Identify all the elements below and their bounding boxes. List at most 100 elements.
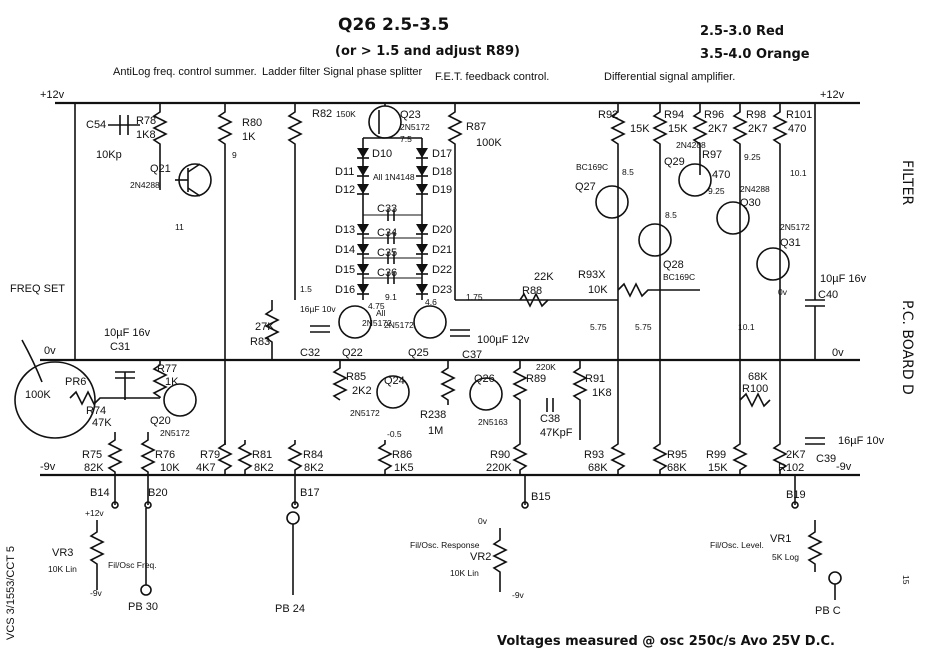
r85-resistor (332, 360, 348, 401)
r95-label: R95 (667, 449, 687, 461)
b17-label: B17 (300, 487, 320, 499)
c40-label: C40 (818, 289, 838, 301)
c39-value: 16µF 10v (838, 435, 885, 447)
diff-amp-resistors (610, 103, 788, 440)
left-diodes (357, 148, 369, 295)
r91-label: R91 (585, 373, 605, 385)
q22-transistor (338, 305, 372, 339)
r89-label: R89 (526, 373, 546, 385)
r83-resistor (264, 300, 280, 360)
d15-label: D15 (335, 264, 355, 276)
r80-resistor (217, 103, 233, 445)
section-ladder: Ladder filter Signal phase splitter (262, 66, 423, 78)
vr3-func: Fil/Osc Freq. (108, 560, 157, 570)
r82-resistor (287, 103, 303, 300)
r92-label: R92 (598, 109, 618, 121)
c40-value: 10µF 16v (820, 273, 867, 285)
vr3-value: 10K Lin (48, 564, 77, 574)
d11-label: D11 (335, 166, 354, 178)
r97-value: 470 (712, 169, 730, 181)
section-diff: Differential signal amplifier. (604, 71, 735, 83)
r77-label: R77 (157, 363, 177, 375)
b14-label: B14 (90, 487, 110, 499)
terminal-pins (111, 475, 842, 600)
q24-label: Q24 (384, 375, 405, 387)
r94-value: 15K (668, 123, 688, 135)
v-r93: 5.75 (590, 322, 607, 332)
d18-label: D18 (432, 166, 452, 178)
r87-resistor (447, 103, 463, 300)
v-q28: 8.5 (665, 210, 677, 220)
r99-value: 15K (708, 462, 728, 474)
r91-resistor (572, 360, 588, 440)
pbc-label: PB C (815, 605, 841, 617)
r90-value: 220K (486, 462, 512, 474)
c54-value: 10Kp (96, 149, 122, 161)
plus12-left-label: +12v (40, 89, 65, 101)
vr3-label: VR3 (52, 547, 73, 559)
r79-value: 4K7 (196, 462, 216, 474)
pb30-label: PB 30 (128, 601, 158, 613)
q25-type: 2N5172 (384, 320, 414, 330)
v-q25: 4.6 (425, 297, 437, 307)
d12-label: D12 (335, 184, 355, 196)
r102-label: R102 (778, 462, 804, 474)
r98-label: R98 (746, 109, 766, 121)
r96-value: 2K7 (708, 123, 728, 135)
v-r80: 9 (232, 150, 237, 160)
r83-name: R83 (250, 336, 270, 348)
d13-label: D13 (335, 224, 355, 236)
r86-label: R86 (392, 449, 412, 461)
c38-label: C38 (540, 413, 560, 425)
q21-type: 2N4288 (130, 180, 160, 190)
d16-label: D16 (335, 284, 355, 296)
r89-resistor (512, 360, 528, 440)
pr6-value: 100K (25, 389, 51, 401)
r238-resistor (440, 360, 456, 405)
minus9-left-label: -9v (40, 461, 56, 473)
c37-label: C37 (462, 349, 482, 361)
c36-label: C36 (377, 267, 397, 279)
r101-value: 470 (788, 123, 806, 135)
q23-transistor (368, 105, 402, 139)
vr1-pot (807, 520, 823, 572)
q28-label: Q28 (663, 259, 684, 271)
r98-value: 2K7 (748, 123, 768, 135)
q21-label: Q21 (150, 163, 171, 175)
r84-label: R84 (303, 449, 323, 461)
plus12-right-label: +12v (820, 89, 845, 101)
zero-left-label: 0v (44, 345, 56, 357)
d14-label: D14 (335, 244, 355, 256)
r101-label: R101 (786, 109, 812, 121)
q23-label: Q23 (400, 109, 421, 121)
r86-value: 1K5 (394, 462, 414, 474)
q28-type: BC169C (663, 272, 695, 282)
v-r95: 5.75 (635, 322, 652, 332)
r100-value: 68K (748, 371, 768, 383)
r89-value: 220K (536, 362, 556, 372)
freq-set-circle (14, 361, 96, 439)
q25-label: Q25 (408, 347, 429, 359)
q21-collector (187, 163, 201, 173)
d21-label: D21 (432, 244, 452, 256)
r102-value: 2K7 (786, 449, 806, 461)
zero-right-label: 0v (832, 347, 844, 359)
r93x-label: R93X (578, 269, 606, 281)
pr6-pot (69, 390, 160, 406)
r100-resistor (739, 392, 771, 408)
q20-transistor (163, 383, 197, 417)
r88-label: R88 (522, 285, 542, 297)
vr1-label: VR1 (770, 533, 791, 545)
right-diodes (416, 148, 428, 295)
freq-set-label: FREQ SET (10, 283, 65, 295)
c31-label: C31 (110, 341, 130, 353)
page-number: 15 (901, 575, 911, 585)
r80-label: R80 (242, 117, 262, 129)
q25-transistor (413, 305, 447, 339)
q20-type: 2N5172 (160, 428, 190, 438)
r82-value: 150K (336, 109, 356, 119)
c35-label: C35 (377, 247, 397, 259)
b20-label: B20 (148, 487, 168, 499)
q26-label: Q26 (474, 373, 495, 385)
